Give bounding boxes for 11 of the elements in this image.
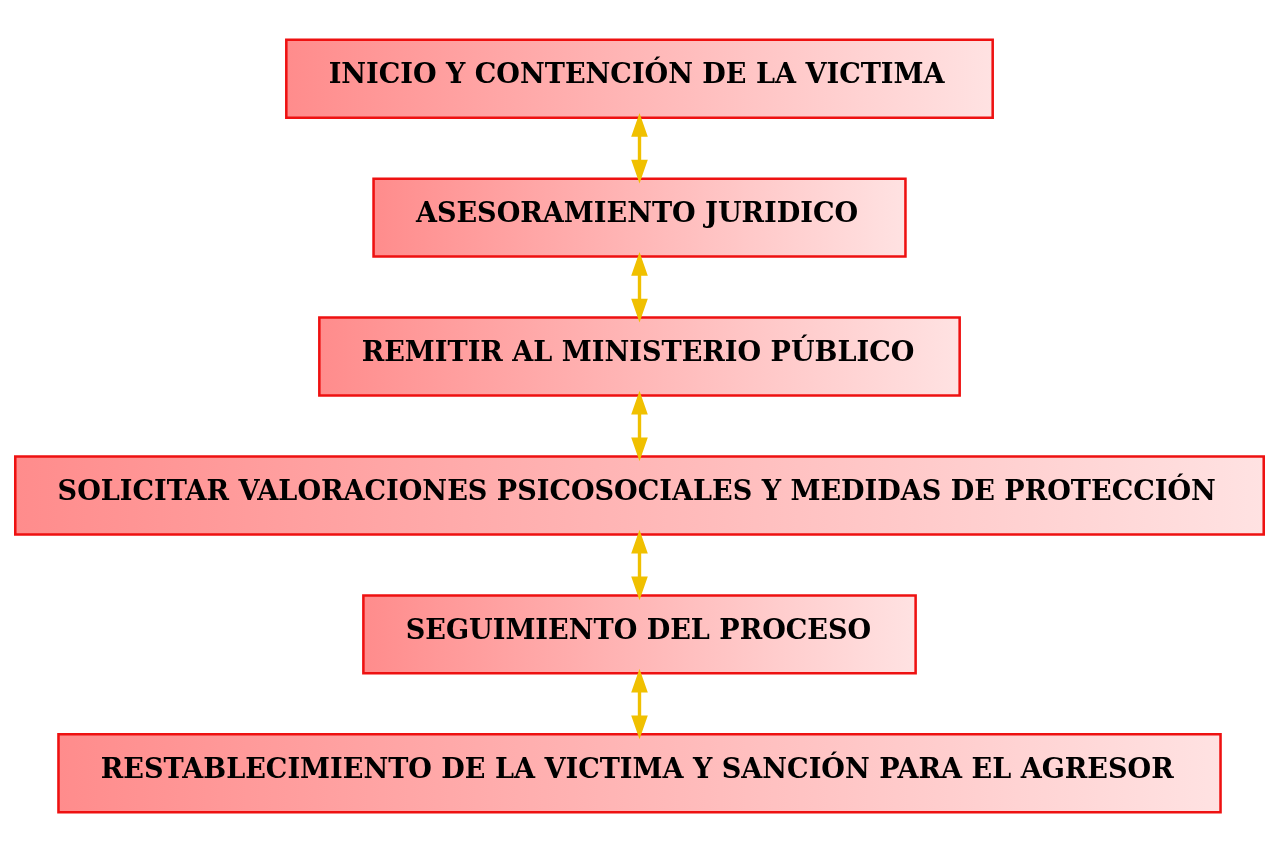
arrow	[631, 113, 648, 184]
node-box: SOLICITAR VALORACIONES PSICOSOCIALES Y MEDIDAS DE PROTECCIÓN	[14, 455, 1265, 536]
arrow	[631, 251, 648, 323]
arrow	[631, 668, 648, 740]
node-box: REMITIR AL MINISTERIO PÚBLICO	[318, 316, 961, 397]
arrow	[631, 529, 648, 601]
node-box: ASESORAMIENTO JURIDICO	[372, 177, 907, 258]
node-box: INICIO Y CONTENCIÓN DE LA VICTIMA	[285, 38, 994, 119]
arrow	[631, 390, 648, 462]
node-box: RESTABLECIMIENTO DE LA VICTIMA Y SANCIÓN PARA EL AGRESOR	[57, 733, 1222, 814]
node-box: SEGUIMIENTO DEL PROCESO	[362, 594, 917, 675]
